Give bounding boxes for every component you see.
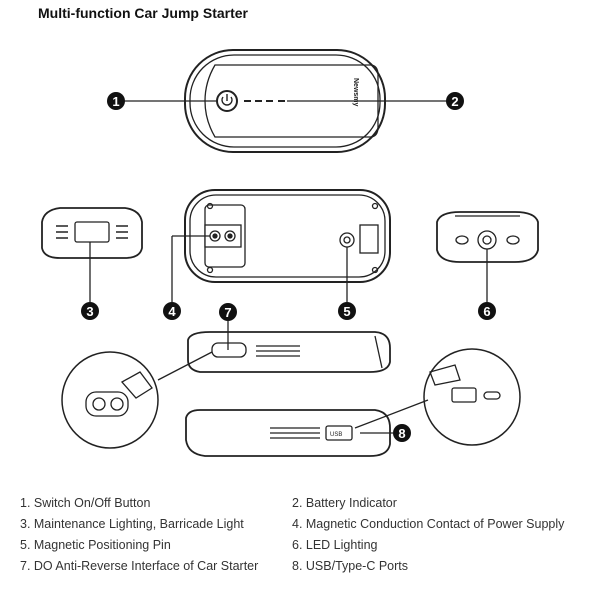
svg-text:8: 8 xyxy=(398,426,405,441)
side-view-lower: USB xyxy=(185,399,429,457)
marker-6: 6 xyxy=(478,302,496,320)
marker-3: 3 xyxy=(81,302,99,320)
svg-text:3: 3 xyxy=(86,304,93,319)
inset-usb-ports xyxy=(423,348,521,446)
svg-text:7: 7 xyxy=(224,305,231,320)
svg-text:1: 1 xyxy=(112,94,119,109)
marker-4: 4 xyxy=(163,302,181,320)
usb-port-label: USB xyxy=(330,432,342,438)
left-end-view xyxy=(41,207,143,302)
legend-item-3: 3. Maintenance Lighting, Barricade Light xyxy=(20,517,244,531)
legend-item-6: 6. LED Lighting xyxy=(292,538,378,552)
brand-logo: Newsmy xyxy=(352,78,359,107)
legend-item-1: 1. Switch On/Off Button xyxy=(20,496,151,510)
svg-text:2: 2 xyxy=(451,94,458,109)
marker-1: 1 xyxy=(107,92,125,110)
marker-7: 7 xyxy=(219,303,237,321)
marker-8: 8 xyxy=(393,424,411,442)
svg-text:5: 5 xyxy=(343,304,350,319)
side-view-upper xyxy=(157,321,391,381)
right-end-view xyxy=(436,211,539,302)
callout-markers: 1 2 3 4 5 6 7 8 xyxy=(81,92,496,442)
top-view-device: Newsmy xyxy=(122,49,448,153)
legend-item-7: 7. DO Anti-Reverse Interface of Car Star… xyxy=(20,559,259,573)
marker-5: 5 xyxy=(338,302,356,320)
marker-2: 2 xyxy=(446,92,464,110)
inset-do-interface xyxy=(61,351,159,449)
legend-item-2: 2. Battery Indicator xyxy=(292,496,397,510)
legend-item-8: 8. USB/Type-C Ports xyxy=(292,559,409,573)
svg-text:4: 4 xyxy=(168,304,176,319)
legend-item-4: 4. Magnetic Conduction Contact of Power … xyxy=(292,517,565,531)
legend-item-5: 5. Magnetic Positioning Pin xyxy=(20,538,171,552)
bottom-view-device xyxy=(171,189,391,302)
page-title: Multi-function Car Jump Starter xyxy=(38,5,249,21)
svg-text:6: 6 xyxy=(483,304,490,319)
